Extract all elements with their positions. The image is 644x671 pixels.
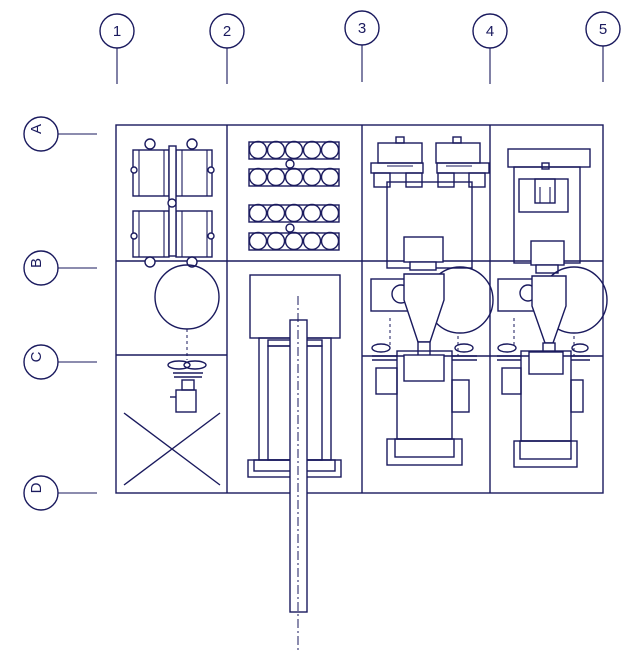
row-axis-a: A [23, 116, 97, 152]
pipe-rack-bay2 [248, 140, 340, 251]
void-area-bay1 [123, 412, 221, 486]
tank-bay1 [154, 264, 220, 360]
building-grid [115, 124, 604, 494]
column-axis-2-label: 2 [223, 23, 231, 40]
column-axis-5: 5 [585, 11, 621, 82]
hopper-unit-bay3 [370, 136, 494, 466]
column-axis-4: 4 [472, 13, 508, 84]
column-axis-3: 3 [344, 10, 380, 82]
machine-group-bay1 [130, 138, 215, 268]
column-axis-1-label: 1 [113, 23, 121, 40]
hopper-unit-bay4 [497, 148, 608, 468]
conveyor-bay2 [289, 296, 308, 650]
row-axis-a-label: A [28, 124, 45, 134]
row-axis-c: C [23, 344, 97, 380]
column-axis-4-label: 4 [486, 23, 494, 40]
column-axis-3-label: 3 [358, 20, 366, 37]
row-axis-b-label: B [28, 258, 45, 268]
row-axis-d-label: D [28, 482, 45, 493]
column-axis-2: 2 [209, 13, 245, 84]
pump-bay1 [167, 360, 207, 413]
column-axis-5-label: 5 [599, 21, 607, 38]
row-axis-b: B [23, 250, 97, 286]
row-axis-c-label: C [28, 351, 45, 362]
row-axis-d: D [23, 475, 97, 511]
column-axis-1: 1 [99, 13, 135, 84]
